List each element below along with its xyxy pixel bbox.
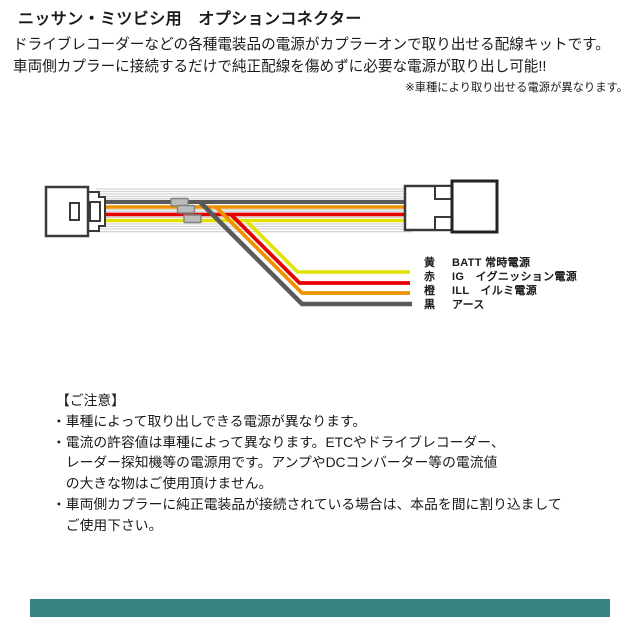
right-connector-block (450, 179, 499, 234)
footer-bar (30, 599, 610, 617)
disclaimer-note: ※車種により取り出せる電源が異なります。 (405, 82, 628, 94)
description-line: 車両側カプラーに接続するだけで純正配線を傷めずに必要な電源が取り出し可能!! (13, 58, 547, 75)
right-connector-notch-bottom (434, 216, 453, 231)
left-connector (44, 185, 106, 238)
wire-function-label: ILL イルミ電源 (452, 285, 537, 297)
caution-line: レーダー探知機等の電源用です。アンプやDCコンバーター等の電流値 (52, 455, 498, 471)
wire-function-label: BATT 常時電源 (452, 257, 531, 269)
wire-function-label: IG イグニッション電源 (452, 271, 577, 283)
wire-color-name: 赤 (424, 271, 435, 283)
product-description: ドライブレコーダーなどの各種電装品の電源がカプラーオンで取り出せる配線キットです… (13, 35, 637, 78)
wire-color-name: 黒 (424, 299, 435, 311)
left-connector-latch-window (69, 202, 80, 221)
right-connector (403, 179, 499, 234)
caution-line: ・車種によって取り出しできる電源が異なります。 (52, 413, 367, 429)
caution-notes: 【ご注意】 ・車種によって取り出しできる電源が異なります。 ・電流の許容値は車種… (52, 391, 562, 537)
caution-line: ・電流の許容値は車種によって異なります。ETCやドライブレコーダー、 (52, 434, 505, 450)
left-connector-body (44, 185, 90, 238)
wire-legend-row: 黄 BATT 常時電源 (424, 256, 577, 270)
branch-wire-black (198, 200, 412, 307)
splice-connector (183, 214, 202, 224)
right-connector-notch-top (434, 185, 453, 200)
wire-legend-row: 黒 アース (424, 298, 577, 312)
caution-line: の大きな物はご使用頂けません。 (52, 476, 273, 492)
branch-wire-orange (214, 205, 410, 295)
splice-connector (176, 204, 196, 214)
wire-legend-row: 赤 IG イグニッション電源 (424, 270, 577, 284)
caution-lines: ・車種によって取り出しできる電源が異なります。 ・電流の許容値は車種によって異な… (52, 412, 562, 537)
left-connector-tip-window (89, 201, 101, 222)
page-title: ニッサン・ミツビシ用 オプションコネクター (18, 11, 362, 28)
caution-line: ・車両側カプラーに純正電装品が接続されている場合は、本品を間に割り込まして (52, 496, 562, 512)
wire-legend: 黄 BATT 常時電源 赤 IG イグニッション電源 橙 ILL イルミ電源 黒… (424, 256, 577, 312)
wire-legend-row: 橙 ILL イルミ電源 (424, 284, 577, 298)
wire-function-label: アース (452, 299, 485, 311)
branch-wire-yellow (244, 219, 410, 274)
wire-color-name: 橙 (424, 285, 435, 297)
wire-color-name: 黄 (424, 257, 435, 269)
caution-line: ご使用下さい。 (52, 517, 163, 533)
branch-wire-red (229, 213, 410, 285)
white-wire-bundle (96, 188, 412, 233)
description-line: ドライブレコーダーなどの各種電装品の電源がカプラーオンで取り出せる配線キットです… (13, 37, 610, 53)
caution-heading: 【ご注意】 (56, 393, 125, 408)
